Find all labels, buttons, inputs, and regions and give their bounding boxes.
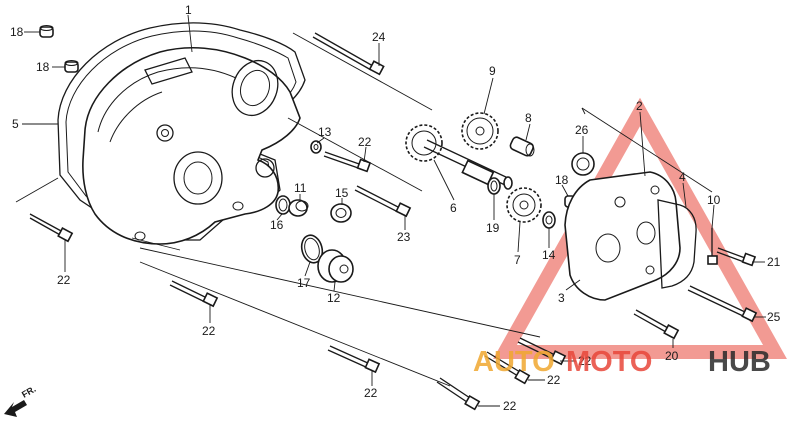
label-part-7: 7 [514, 253, 521, 267]
part-1-crankcase-cover [82, 46, 301, 245]
leader-lines [15, 14, 766, 407]
label-part-18-lower: 18 [36, 60, 50, 74]
front-arrow-icon [4, 400, 27, 417]
watermark-text-moto: MOTO [566, 346, 652, 378]
part-3-cover-plate [564, 171, 681, 301]
part-22-bolt-lower [169, 280, 219, 308]
part-15-seal [330, 203, 352, 223]
front-direction-label: FR. [20, 384, 38, 400]
label-part-19: 19 [486, 221, 500, 235]
label-part-15: 15 [335, 186, 349, 200]
label-part-5: 5 [12, 117, 19, 131]
part-24-bolt [312, 32, 385, 76]
part-7-driven-gear [506, 187, 542, 223]
part-18-dowel-lower [64, 60, 79, 73]
part-22-bolt-mid [323, 151, 372, 173]
part-26-bearing [571, 152, 595, 176]
label-part-24: 24 [372, 30, 386, 44]
watermark-text-auto: AUTO [473, 346, 555, 378]
part-9-sprocket-upper [461, 112, 499, 150]
label-part-22-left: 22 [57, 273, 71, 287]
label-part-22-bottom-3: 22 [547, 373, 561, 387]
part-22-bolt-bottom-2 [436, 377, 481, 411]
part-23-bolt [354, 185, 412, 218]
label-part-8: 8 [525, 111, 532, 125]
part-11-plug [288, 199, 309, 217]
label-part-6: 6 [450, 201, 457, 215]
part-19-clip [487, 177, 501, 195]
part-4-gasket-plate [657, 199, 697, 289]
part-17-o-ring [300, 234, 324, 264]
label-part-20: 20 [665, 349, 679, 363]
watermark-text-hub: HUB [708, 346, 771, 378]
part-22-bolt-left [29, 213, 74, 243]
label-part-9: 9 [489, 64, 496, 78]
part-20-bolt [633, 309, 680, 340]
part-22-bolt-bottom-3 [484, 351, 531, 385]
label-part-2: 2 [636, 99, 643, 113]
front-direction-marker: FR. [4, 384, 38, 417]
label-part-4: 4 [679, 170, 686, 184]
label-part-23: 23 [397, 230, 411, 244]
label-part-16: 16 [270, 218, 284, 232]
part-10-bolt-small [707, 228, 718, 265]
part-14-washer [542, 211, 556, 229]
part-22-bolt-bottom-1 [327, 345, 381, 374]
label-part-25: 25 [767, 310, 781, 324]
label-part-26: 26 [575, 123, 589, 137]
label-part-12: 12 [327, 291, 341, 305]
label-part-13: 13 [318, 125, 332, 139]
label-part-17: 17 [297, 276, 311, 290]
part-16-o-ring [275, 195, 291, 215]
part-8-pin [509, 136, 535, 157]
label-part-18-right: 18 [555, 173, 569, 187]
label-part-22-bottom-4: 22 [578, 354, 592, 368]
label-part-18-upper: 18 [10, 25, 24, 39]
label-part-21: 21 [767, 255, 781, 269]
watermark-wordmark: AUTO MOTO HUB [473, 346, 771, 378]
label-part-22-bottom-2: 22 [503, 399, 517, 413]
part-12-cap [317, 249, 354, 283]
part-21-bolt [716, 247, 757, 267]
label-part-22-bottom-1: 22 [364, 386, 378, 400]
callout-labels: 1 18 18 5 22 24 13 22 11 15 16 23 17 12 … [10, 3, 781, 413]
label-part-1: 1 [185, 3, 192, 17]
part-13-washer [310, 140, 322, 154]
label-part-22-lower: 22 [202, 324, 216, 338]
label-part-3: 3 [558, 291, 565, 305]
label-part-22-mid: 22 [358, 135, 372, 149]
label-part-10: 10 [707, 193, 721, 207]
part-25-bolt [687, 285, 758, 323]
part-6-shaft-gear [405, 124, 513, 190]
label-part-14: 14 [542, 248, 556, 262]
part-18-dowel-upper [39, 25, 54, 38]
label-part-11: 11 [294, 181, 307, 195]
